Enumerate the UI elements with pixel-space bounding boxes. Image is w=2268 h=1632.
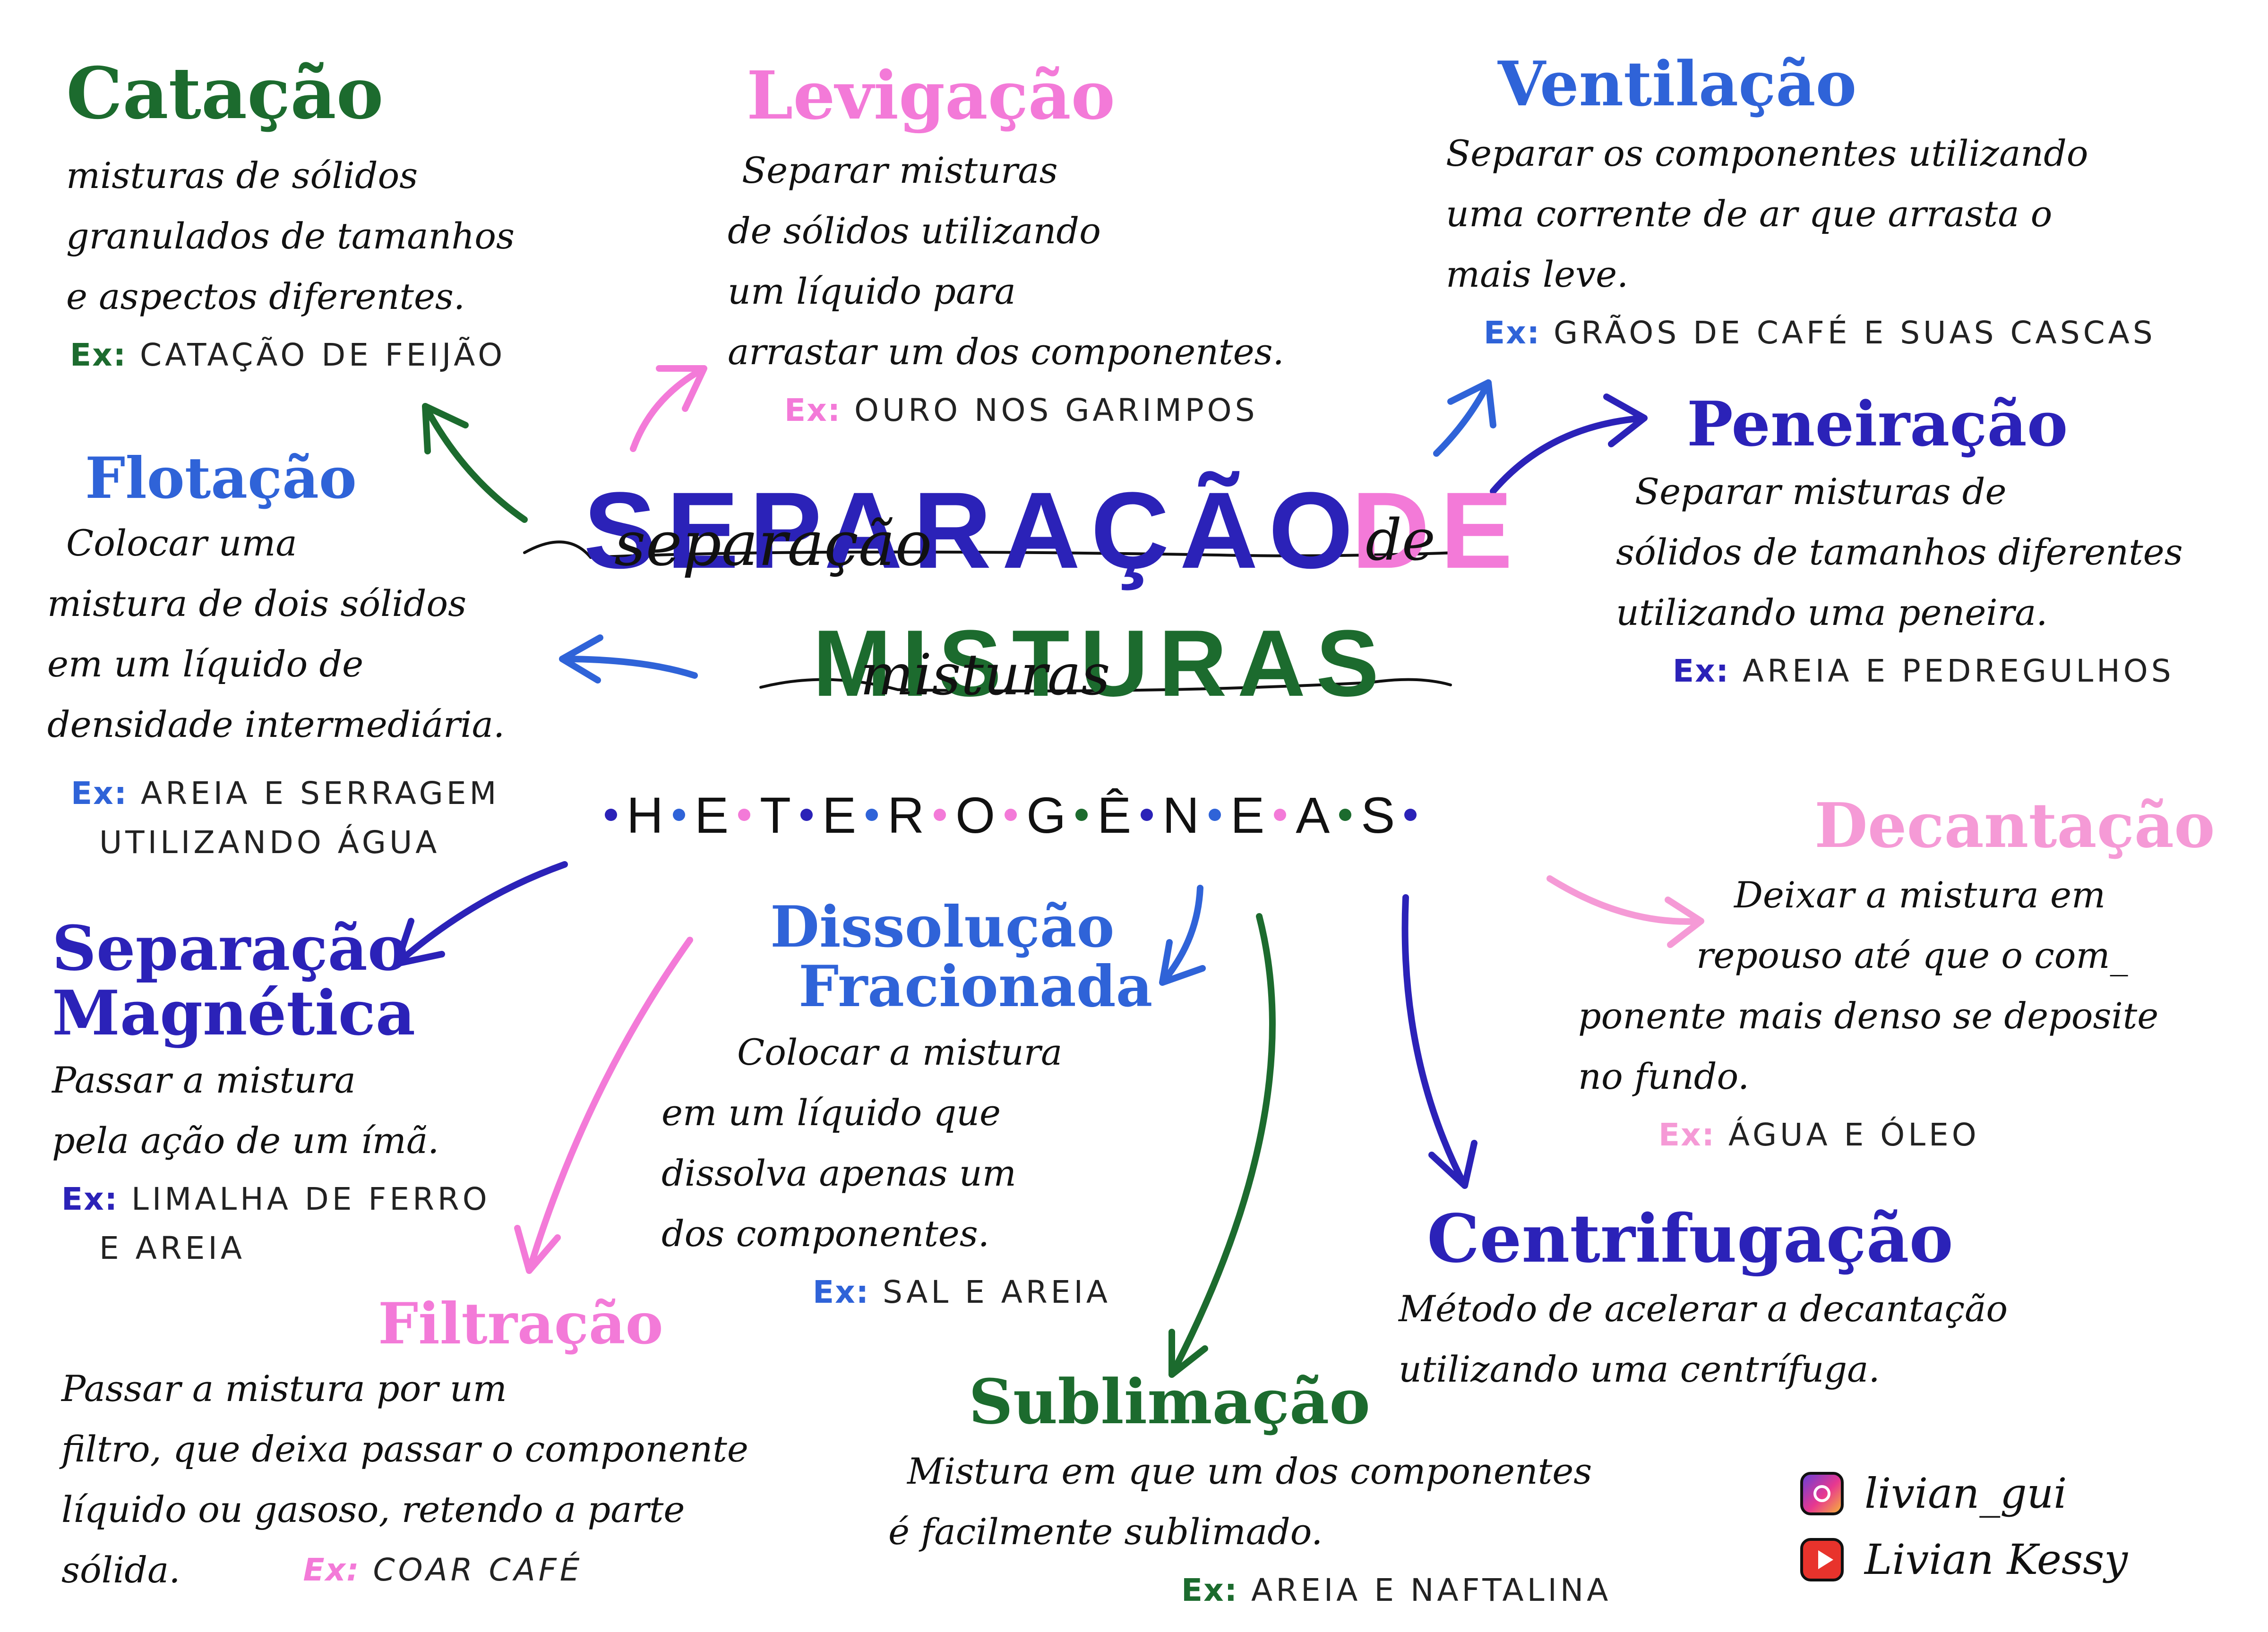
card-desc: Deixar a mistura em repouso até que o co… [1578,873,2159,1097]
bullet-dot [605,809,617,821]
card-title: Sublimação [969,1366,1370,1438]
arrow-filtracao [514,937,693,1274]
card-desc: Colocar uma mistura de dois sólidos em u… [47,522,505,745]
title-separacao-text: SEPARAÇÃO [584,470,1364,591]
card-centrifugacao: Centrifugação Método de acelerar a decan… [1399,1205,2183,1400]
card-title: Centrifugação [1427,1200,1953,1278]
heterogeneas-row: H E T E R O G Ê N E A S [595,784,1654,846]
arrow-levigacao [630,365,707,452]
card-desc: Método de acelerar a decantação utilizan… [1399,1288,2008,1390]
card-peneiracao: Peneiração Separar misturas de sólidos d… [1616,392,2249,696]
card-filtracao: Filtração Passar a mistura por um filtro… [61,1294,865,1600]
card-decantacao: Decantação Deixar a mistura em repouso a… [1578,789,2254,1160]
card-catacao: Catação misturas de sólidos granulados d… [66,52,680,380]
card-example: Ex: LIMALHA DE FERRO E AREIA [61,1181,490,1266]
arrow-flotacao [559,634,698,684]
bullet-dot [800,809,813,821]
card-title: Dissolução Fracionada [770,894,1153,1020]
arrow-magnetica [394,861,568,967]
card-magnetica: Separação Magnética Passar a mistura pel… [52,916,595,1273]
card-desc: misturas de sólidos granulados de tamanh… [66,154,515,317]
script-separacao: separação [614,508,932,580]
card-example: Ex: OURO NOS GARIMPOS [784,392,1258,428]
card-title: Flotação [85,445,357,512]
card-desc: Passar a mistura pela ação de um ímã. [52,1059,439,1162]
card-desc: Colocar a mistura em um líquido que diss… [662,1031,1063,1255]
swirl-line-1 [523,540,1457,559]
card-desc: Mistura em que um dos componentes é faci… [888,1450,1592,1553]
card-desc: Separar misturas de sólidos de tamanhos … [1616,470,2183,633]
bullet-dot [1339,809,1352,821]
card-title: Levigação [747,57,1115,135]
arrow-centrifugacao [1401,894,1478,1189]
instagram-handle[interactable]: livian_gui [1800,1469,2067,1518]
card-example: Ex: COAR CAFÉ [303,1552,583,1588]
card-desc: Passar a mistura por um filtro, que deix… [61,1359,865,1600]
filtracao-last-row: sólida. Ex: COAR CAFÉ [61,1540,865,1600]
instagram-icon [1800,1471,1844,1515]
bullet-dot [1141,809,1153,821]
script-de: de [1366,508,1435,573]
bullet-dot [934,809,946,821]
card-desc: Separar misturas de sólidos utilizando u… [728,149,1284,373]
card-flotacao: Flotação Colocar uma mistura de dois sól… [47,449,605,867]
bullet-dot [866,809,878,821]
swirl-line-2 [759,678,1452,692]
card-title: Filtração [378,1290,663,1357]
card-desc: Separar os componentes utilizando uma co… [1446,132,2088,295]
title-de: DE [1351,470,1523,591]
arrow-peneiracao [1490,393,1648,495]
card-dissolucao: Dissolução Fracionada Colocar a mistura … [662,897,1181,1317]
card-example: Ex: ÁGUA E ÓLEO [1658,1116,1980,1153]
card-ventilacao: Ventilação Separar os componentes utiliz… [1446,48,2240,358]
arrow-decantacao [1546,875,1704,948]
card-example: Ex: CATAÇÃO DE FEIJÃO [70,336,506,373]
card-title: Decantação [1814,789,2215,862]
card-sublimacao: Sublimação Mistura em que um dos compone… [888,1366,1720,1615]
arrow-sublimacao [1168,913,1276,1378]
arrow-dissolucao [1159,885,1206,986]
card-levigacao: Levigação Separar misturas de sólidos ut… [728,61,1408,435]
bullet-dot [1075,809,1088,821]
title-separacao: SEPARAÇÃO [584,468,1364,593]
card-example: Ex: AREIA E SERRAGEM UTILIZANDO ÁGUA [71,775,500,861]
card-title: Catação [66,52,384,135]
bullet-dot [1404,809,1417,821]
bullet-dot [1209,809,1221,821]
bullet-dot [1005,809,1017,821]
bullet-dot [738,809,751,821]
youtube-channel[interactable]: Livian Kessy [1800,1535,2128,1584]
card-example: Ex: SAL E AREIA [813,1274,1111,1310]
card-title: Ventilação [1498,48,1857,120]
card-example: Ex: AREIA E PEDREGULHOS [1673,652,2174,689]
title-misturas: MISTURAS [813,611,1390,716]
card-title: Separação Magnética [52,912,416,1049]
card-title: Peneiração [1687,388,2068,460]
arrow-catacao [422,403,528,523]
bullet-dot [1274,809,1287,821]
arrow-ventilacao [1433,379,1496,457]
youtube-icon [1800,1538,1844,1581]
script-misturas: misturas [860,642,1110,708]
card-example: Ex: GRÃOS DE CAFÉ E SUAS CASCAS [1484,314,2156,351]
card-example: Ex: AREIA E NAFTALINA [1181,1572,1612,1608]
bullet-dot [673,809,685,821]
